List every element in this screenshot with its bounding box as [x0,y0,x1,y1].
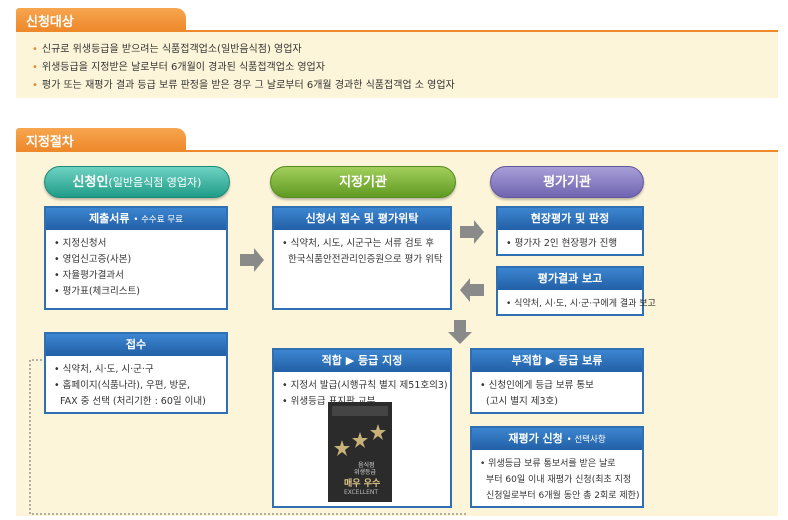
applicant-pill: 신청인(일반음식점 영업자) [44,166,230,198]
poster-grade: 매우 우수 [344,479,381,489]
poster-line2: 위생등급 [354,469,377,476]
box-title: 접수 [46,334,226,356]
evaluation-agency-pill: 평가기관 [490,166,644,198]
box-note: • 선택사항 [566,435,606,445]
hold-item: • 신청인에게 등급 보류 통보 [480,380,594,391]
applicant-item: •평가 또는 재평가 결과 등급 보류 판정을 받은 경우 그 날로부터 6개월… [32,80,455,91]
grade-hold-box: 부적합 ▶ 등급 보류 • 신청인에게 등급 보류 통보 (고시 별지 제3호) [470,348,644,414]
designation-item: • 지정서 발급(시행규칙 별지 제51호의3) [282,380,448,391]
section-title: 신청대상 [26,15,74,30]
document-item: • 평가표(체크리스트) [54,286,140,297]
section-title: 지정절차 [26,135,74,150]
onsite-evaluation-box: 현장평가 및 판정 • 평가자 2인 현장평가 진행 [496,206,644,256]
applicants-panel [16,30,778,98]
box-title: 적합 ▶ 등급 지정 [274,350,450,372]
box-title: 재평가 신청 [508,432,563,445]
hygiene-grade-sign-image: 음식점 위생등급 매우 우수 EXCELLENT [328,402,392,502]
section-tab-procedure: 지정절차 [16,128,186,150]
box-title: 제출서류 [89,212,130,225]
receipt-item: • 식약처, 시·도, 시·군·구 [54,364,154,375]
applicant-item: •신규로 위생등급을 받으려는 식품접객업소(일반음식점) 영업자 [32,44,302,55]
document-item: • 지정신청서 [54,238,107,249]
designating-agency-pill: 지정기관 [270,166,456,198]
reeval-item: 신청일로부터 6개월 동안 총 2회로 제한) [486,491,640,501]
receipt-box: 접수 • 식약처, 시·도, 시·군·구 • 홈페이지(식품나라), 우편, 방… [44,332,228,414]
reeval-item: • 위생등급 보류 통보서를 받은 날로 [480,459,616,469]
hold-item: (고시 별지 제3호) [486,396,558,407]
poster-grade-en: EXCELLENT [344,489,379,496]
box-note: • 수수료 무료 [133,215,183,225]
applicant-item: •위생등급을 지정받은 날로부터 6개월이 경과된 식품접객업소 영업자 [32,62,325,73]
report-item: • 식약처, 시·도, 시·군·구에게 결과 보고 [506,299,656,309]
box-title: 신청서 접수 및 평가위탁 [274,208,450,230]
onsite-item: • 평가자 2인 현장평가 진행 [506,238,618,249]
reevaluation-box: 재평가 신청 • 선택사항 • 위생등급 보류 통보서를 받은 날로 부터 60… [470,426,644,508]
section-tab-applicants: 신청대상 [16,8,186,30]
box-title: 부적합 ▶ 등급 보류 [472,350,642,372]
box-title: 평가결과 보고 [498,268,642,290]
review-item: 한국식품안전관리인증원으로 평가 위탁 [288,254,443,265]
document-item: • 자율평가결과서 [54,270,124,281]
receipt-item: • 홈페이지(식품나라), 우편, 방문, [54,380,191,391]
receipt-item: FAX 중 선택 (처리기한 : 60일 이내) [60,396,206,407]
report-box: 평가결과 보고 • 식약처, 시·도, 시·군·구에게 결과 보고 [496,266,656,316]
reeval-item: 부터 60일 이내 재평가 신청(최초 지정 [486,475,632,485]
document-item: • 영업신고증(사본) [54,254,132,265]
review-box: 신청서 접수 및 평가위탁 • 식약처, 시도, 시군구는 서류 검토 후 한국… [272,206,452,310]
documents-box: 제출서류 • 수수료 무료 • 지정신청서 • 영업신고증(사본) • 자율평가… [44,206,228,310]
box-title: 현장평가 및 판정 [498,208,642,230]
review-item: • 식약처, 시도, 시군구는 서류 검토 후 [282,238,435,249]
